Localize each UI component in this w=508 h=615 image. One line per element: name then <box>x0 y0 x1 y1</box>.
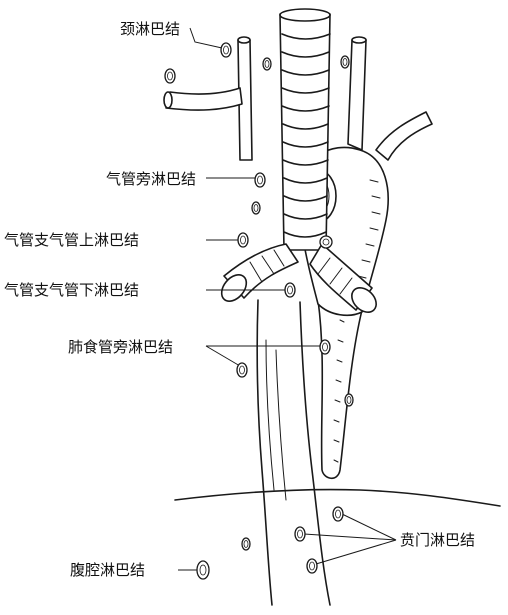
label-cardiac-lymph-nodes: 贲门淋巴结 <box>400 531 475 549</box>
carotid-opening <box>352 37 366 43</box>
label-paratracheal-lymph-nodes: 气管旁淋巴结 <box>106 170 196 188</box>
cervical-node <box>263 58 271 70</box>
label-superior-tracheobronchial-lymph-nodes: 气管支气管上淋巴结 <box>4 231 139 249</box>
cervical-node <box>221 43 231 57</box>
leader-cervical <box>190 28 222 48</box>
cardiac-node <box>307 559 317 573</box>
vessel-opening-top <box>238 37 250 43</box>
trachea-top-opening <box>280 9 330 21</box>
label-pulmo-esophageal-lymph-nodes: 肺食管旁淋巴结 <box>68 338 173 356</box>
descending-aorta <box>318 300 362 478</box>
cardiac-node <box>295 527 305 541</box>
celiac-node <box>197 561 209 579</box>
pulmo-esophageal-node <box>345 394 353 406</box>
label-celiac-lymph-nodes: 腹腔淋巴结 <box>70 561 145 579</box>
leader-cardiac-3 <box>316 540 396 564</box>
diaphragm-line <box>175 489 500 506</box>
pulmo-esophageal-node <box>237 363 247 377</box>
vessel-opening-side <box>164 92 172 108</box>
trachea <box>280 14 330 250</box>
paratracheal-node <box>255 173 265 187</box>
left-common-carotid <box>348 40 366 150</box>
left-subclavian-artery <box>376 112 432 160</box>
leader-cardiac-2 <box>304 534 396 540</box>
label-cervical-lymph-nodes: 颈淋巴结 <box>120 20 180 38</box>
inferior-tracheobronchial-node <box>285 283 295 297</box>
superior-tracheobronchial-node <box>238 233 248 247</box>
paratracheal-node <box>252 202 260 214</box>
superior-tracheobronchial-node <box>320 236 332 248</box>
celiac-node <box>242 538 250 550</box>
cervical-node <box>165 69 175 83</box>
cardiac-node <box>333 507 343 521</box>
right-subclavian-vessel <box>166 88 242 110</box>
leader-pulmo-esophageal-2 <box>206 346 240 366</box>
pulmo-esophageal-node <box>320 340 330 354</box>
cervical-node <box>341 56 349 68</box>
leader-cardiac-1 <box>342 514 396 540</box>
label-inferior-tracheobronchial-lymph-nodes: 气管支气管下淋巴结 <box>4 281 139 299</box>
esophagus-shading <box>266 340 286 500</box>
